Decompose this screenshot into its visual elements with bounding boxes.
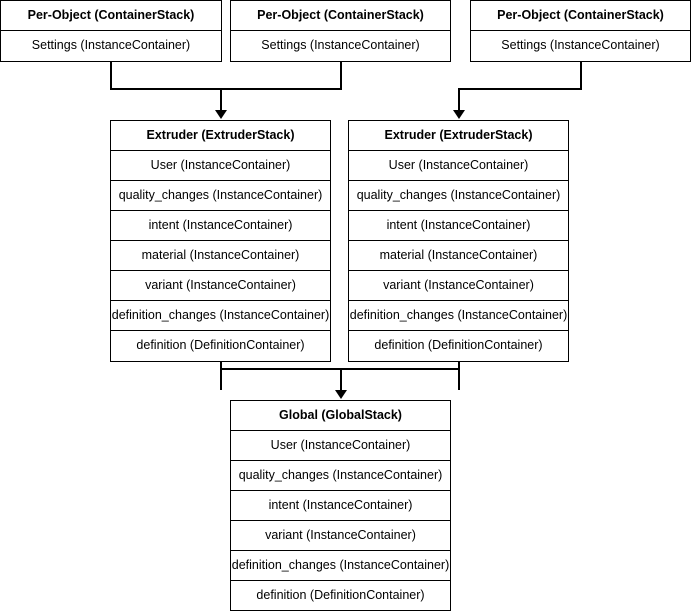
extruder-node-2-row-material: material (InstanceContainer)	[349, 241, 568, 271]
extruder-node-1-row-variant: variant (InstanceContainer)	[111, 271, 330, 301]
edge-extruder1-in	[220, 88, 222, 111]
extruder-node-1-row-material: material (InstanceContainer)	[111, 241, 330, 271]
edge-extruder1-drop	[220, 362, 222, 390]
edge-perobject12-join	[110, 88, 342, 90]
extruder-node-2-row-definition-changes: definition_changes (InstanceContainer)	[349, 301, 568, 331]
edge-extruder2-drop	[458, 362, 460, 390]
edge-perobject3-join	[458, 88, 582, 90]
global-node[interactable]: Global (GlobalStack) User (InstanceConta…	[230, 400, 451, 611]
per-object-node-1-row-settings: Settings (InstanceContainer)	[31, 38, 191, 52]
edge-global-in	[340, 368, 342, 391]
extruder-node-2-header: Extruder (ExtruderStack)	[349, 121, 568, 151]
per-object-node-2-row-settings: Settings (InstanceContainer)	[261, 38, 420, 52]
per-object-node-1-header: Per-Object (ContainerStack)	[1, 1, 221, 31]
global-node-row-variant: variant (InstanceContainer)	[231, 521, 450, 551]
extruder-node-1[interactable]: Extruder (ExtruderStack) User (InstanceC…	[110, 120, 331, 362]
extruder-node-2-row-user: User (InstanceContainer)	[349, 151, 568, 181]
per-object-node-3-row-settings: Settings (InstanceContainer)	[501, 38, 660, 52]
extruder-node-1-row-definition: definition (DefinitionContainer)	[136, 338, 305, 352]
edge-perobject3-drop	[580, 62, 582, 90]
extruder-node-2[interactable]: Extruder (ExtruderStack) User (InstanceC…	[348, 120, 569, 362]
edge-extruder2-in	[458, 88, 460, 111]
global-node-row-definition-changes: definition_changes (InstanceContainer)	[231, 551, 450, 581]
global-node-row-quality-changes: quality_changes (InstanceContainer)	[231, 461, 450, 491]
extruder-node-1-row-definition-changes: definition_changes (InstanceContainer)	[111, 301, 330, 331]
per-object-node-1[interactable]: Per-Object (ContainerStack) Settings (In…	[0, 0, 222, 62]
global-node-row-intent: intent (InstanceContainer)	[231, 491, 450, 521]
arrowhead-global	[335, 390, 347, 399]
extruder-node-2-row-variant: variant (InstanceContainer)	[349, 271, 568, 301]
per-object-node-3[interactable]: Per-Object (ContainerStack) Settings (In…	[470, 0, 691, 62]
per-object-node-2-header: Per-Object (ContainerStack)	[231, 1, 450, 31]
edge-perobject2-drop	[340, 62, 342, 90]
extruder-node-1-row-quality-changes: quality_changes (InstanceContainer)	[111, 181, 330, 211]
global-node-row-definition: definition (DefinitionContainer)	[256, 588, 425, 602]
per-object-node-3-header: Per-Object (ContainerStack)	[471, 1, 690, 31]
edge-perobject1-drop	[110, 62, 112, 90]
global-node-header: Global (GlobalStack)	[231, 401, 450, 431]
extruder-node-1-row-intent: intent (InstanceContainer)	[111, 211, 330, 241]
arrowhead-extruder1	[215, 110, 227, 119]
extruder-node-2-row-definition: definition (DefinitionContainer)	[374, 338, 543, 352]
arrowhead-extruder2	[453, 110, 465, 119]
global-node-row-user: User (InstanceContainer)	[231, 431, 450, 461]
extruder-node-2-row-intent: intent (InstanceContainer)	[349, 211, 568, 241]
per-object-node-2[interactable]: Per-Object (ContainerStack) Settings (In…	[230, 0, 451, 62]
extruder-node-1-row-user: User (InstanceContainer)	[111, 151, 330, 181]
extruder-node-2-row-quality-changes: quality_changes (InstanceContainer)	[349, 181, 568, 211]
extruder-node-1-header: Extruder (ExtruderStack)	[111, 121, 330, 151]
